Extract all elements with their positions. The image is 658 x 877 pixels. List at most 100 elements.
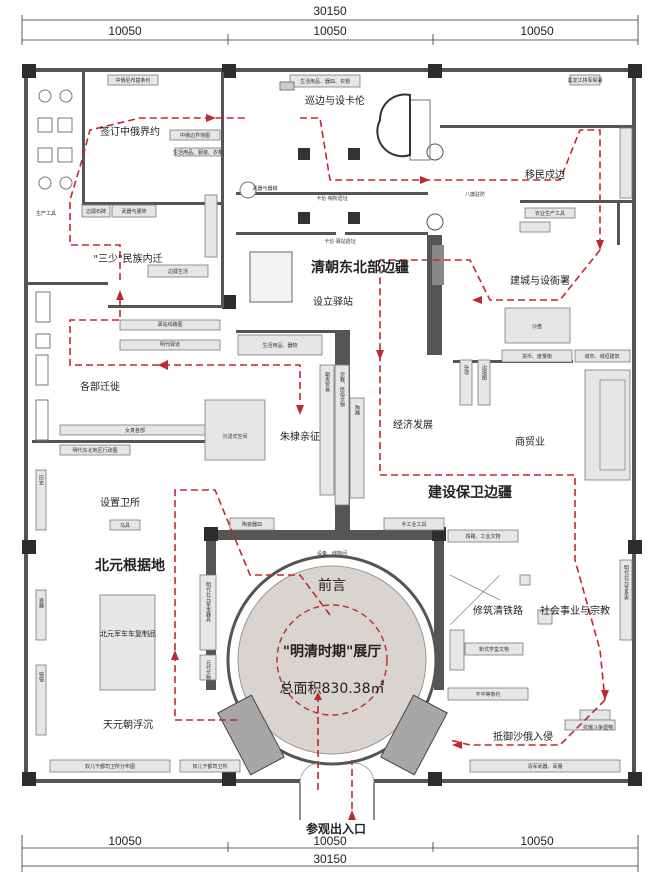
display-plinth [519,574,531,586]
segment-width-top-3: 10050 [520,24,554,38]
segment-width-bottom-1: 10050 [108,834,142,848]
central-rotunda [217,554,448,820]
display-case [174,147,222,157]
entrance-label: 参观出入口 [306,821,366,836]
case-label: 沉浸式空间 [222,433,247,440]
display-case [35,589,47,641]
section-label-social-religion: 社会事业与宗教 [540,604,610,617]
display-case [35,664,47,736]
display-case [204,194,218,258]
section-label-railway: 修筑清铁路 [473,604,523,617]
section-label-zhu-li-expedition: 朱棣亲征 [280,430,320,443]
case-label-vertical: 朝贡贸易 [324,372,330,393]
total-width-bottom: 30150 [313,852,347,866]
display-case [111,204,157,218]
case-label: 驿站线路图 [157,321,182,328]
case-label: 武器与器械 [252,185,277,192]
display-case [459,359,473,406]
display-case [447,529,519,543]
section-label-commerce: 商贸业 [515,435,545,448]
case-label: 清军武器、军服 [527,763,562,770]
display-case [469,759,621,773]
display-case [107,74,159,86]
display-case [319,364,335,496]
display-case [349,397,365,499]
stair-block [584,369,631,481]
display-case [229,517,275,531]
case-label-vertical: 瓷器 [38,597,44,609]
case-label: 马具 [120,522,130,529]
display-case [119,319,221,331]
display-case [199,654,217,681]
case-label: 卡伦·哨所遗址 [316,195,348,202]
case-label: 城市、城垣建筑 [584,353,619,360]
case-label: 沙盘 [532,323,542,330]
display-case [169,129,221,141]
display-case [59,444,131,456]
display-case [237,334,323,356]
display-case [334,364,350,506]
display-case [179,759,241,773]
section-label-economy: 经济发展 [393,418,433,431]
display-case [447,687,529,701]
hall-area: 总面积830.38㎡ [280,681,385,697]
display-case [569,74,601,86]
case-label-vertical: 元代文物 [205,660,211,681]
display-cases [35,74,633,773]
case-label: 卡伦·驿站遗址 [324,238,356,245]
case-label: 中俄边界地图 [180,132,210,139]
display-case [35,469,47,531]
section-label-patrol: 巡边与设卡伦 [305,94,365,107]
hall-title: "明清时期"展厅 [283,643,382,660]
zone-label-northern-yuan: 北元根据地 [95,557,165,574]
display-case [199,574,217,651]
total-width-top: 30150 [313,4,347,18]
sandbox-table [504,307,571,344]
outer-walls [22,64,642,786]
section-label-tribes-move: 各部迁徙 [80,380,120,393]
case-label: 手工业工具 [401,521,426,528]
case-label: 农业生产工具 [535,210,565,217]
display-case [464,642,524,656]
display-case [81,204,111,218]
case-label: 边疆生活 [168,268,188,275]
case-label: 不平等条约 [475,691,500,698]
case-label: 明代驿道 [160,341,180,348]
display-plinth [537,609,553,625]
section-label-migration: 移民戍边 [525,168,565,181]
display-case [501,349,573,363]
section-label-relief: 天元朝浮沉 [103,718,153,731]
visitor-route [69,114,609,820]
display-case [109,519,141,531]
case-label: 中俄尼布楚条约 [115,77,150,84]
foreword-label: 前言 [318,577,346,594]
display-case [49,759,171,773]
case-label-vertical: 陶器 [354,404,360,416]
display-case [383,517,445,531]
case-label: 女真各部 [125,427,145,434]
section-label-garrison: 设置卫所 [100,497,140,509]
display-case [449,629,465,671]
display-case [574,349,631,363]
cart-model-display [99,594,156,691]
zone-label-build-defense: 建设保卫边疆 [428,484,512,501]
case-label-vertical: 历史 [38,475,44,486]
case-label: 奴儿干都司卫所分布图 [85,763,135,770]
zone-label-northeast-frontier: 清朝东北部边疆 [311,259,409,276]
storage-label: 设备、储物间 [317,550,347,557]
display-case [289,74,361,88]
display-case [119,339,221,351]
furniture [35,81,626,626]
case-label: 生产工具 [36,210,56,217]
display-case [524,207,576,219]
case-label: 抗俄斗争遗物 [583,724,613,731]
section-label-treaty: 签订中俄界约 [100,125,160,138]
case-label-vertical: 明代北元军事器具 [205,582,211,623]
case-label: 铁路、工业文物 [465,533,500,540]
case-label: 奴儿干都司卫所 [192,763,227,770]
section-label-resist-russia: 抵御沙俄入侵 [493,730,553,743]
case-label-vertical: 杂项 [463,365,469,376]
segment-width-top-1: 10050 [108,24,142,38]
case-label-vertical: 铜镜 [38,671,44,683]
